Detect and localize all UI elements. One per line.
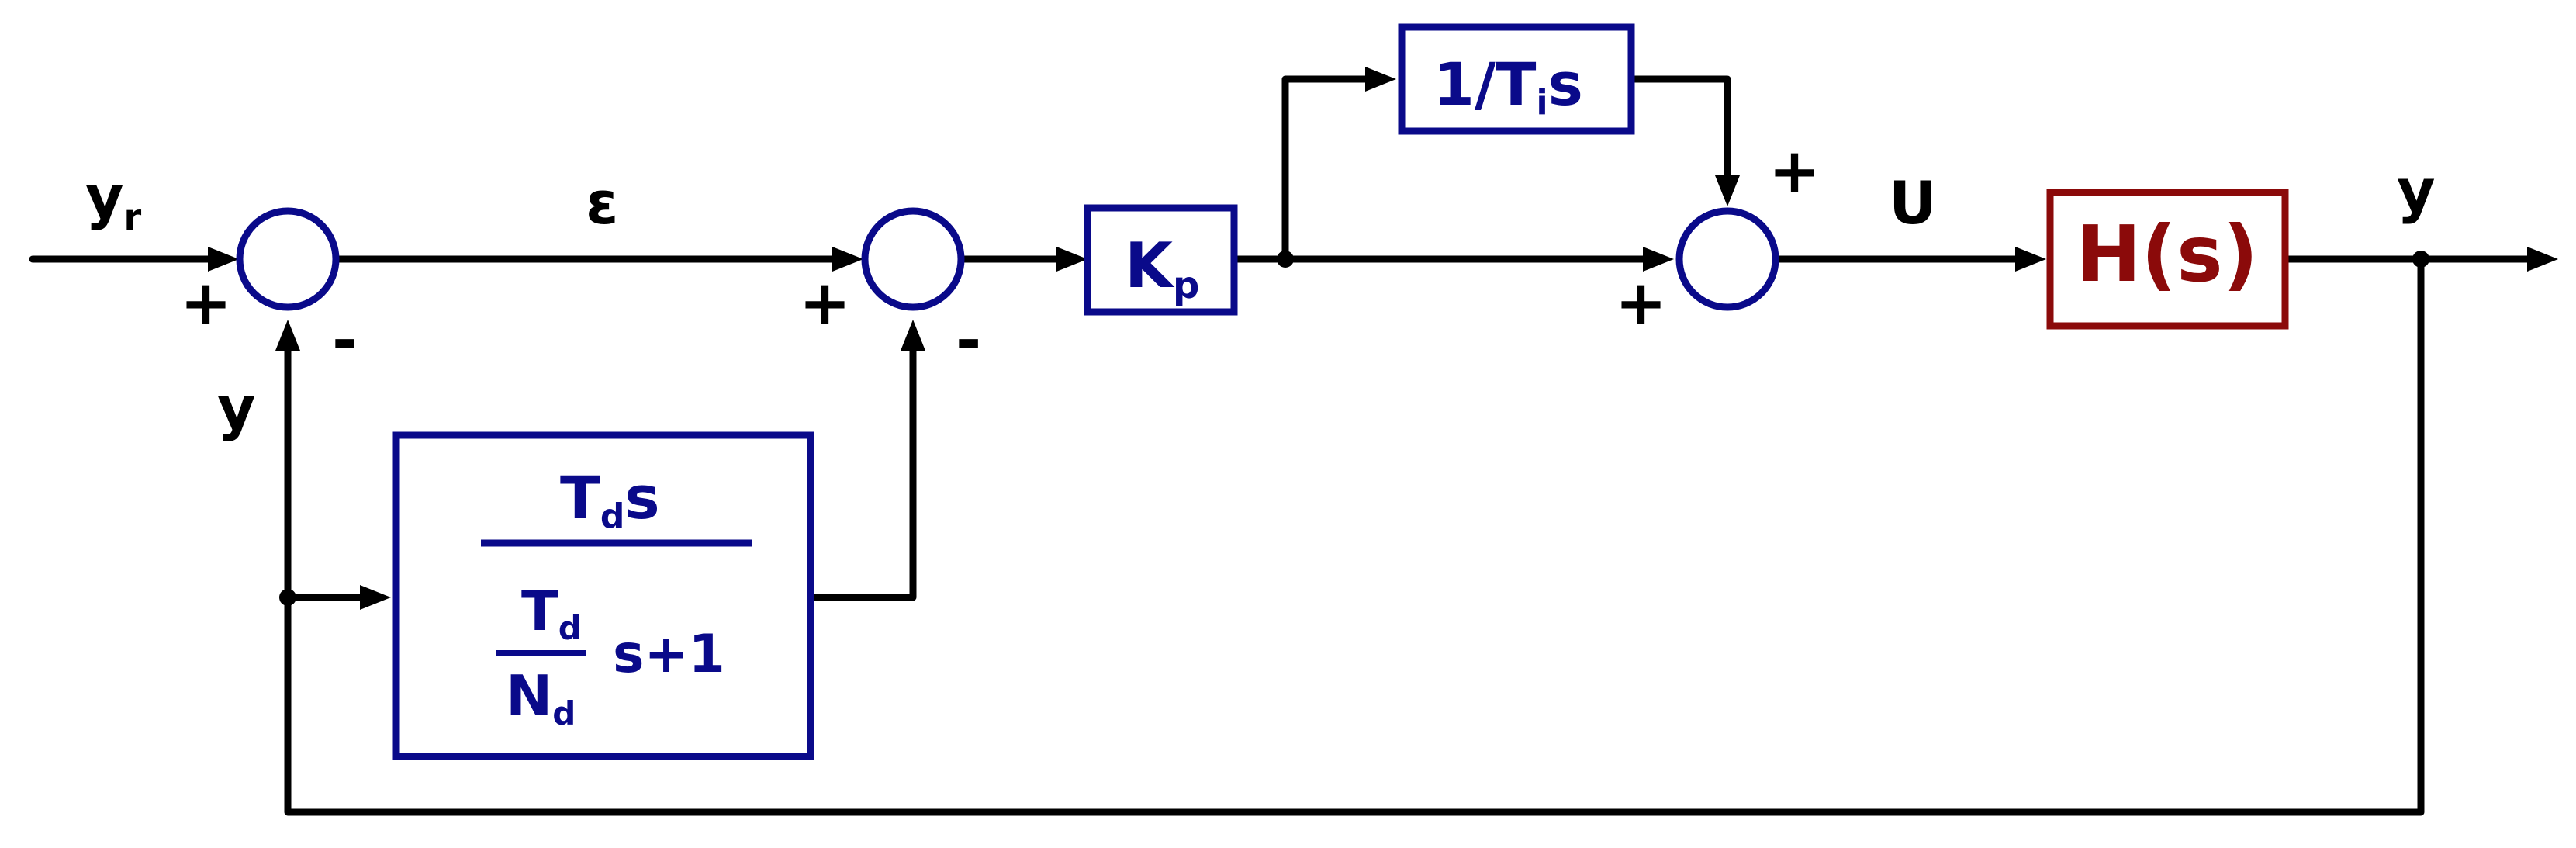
integral-label: 1/Tis (1433, 50, 1583, 123)
derivative-block (392, 431, 814, 760)
sum3-plus-top-sign: + (1769, 135, 1820, 207)
output-signal-label: y (2397, 156, 2436, 225)
arrow-head (208, 247, 239, 272)
arrow-head (1715, 175, 1740, 206)
arrow-head (2015, 247, 2046, 272)
junction-dot (279, 589, 296, 606)
summing-junction-2 (861, 207, 965, 311)
sum1-minus-sign: - (332, 304, 358, 376)
wire-to-integral (1281, 75, 1386, 263)
arrow-head (832, 247, 863, 272)
derivative-inner-denominator: Nd (506, 663, 576, 732)
sum1-plus-sign: + (180, 267, 232, 339)
summing-junction-3 (1675, 207, 1779, 311)
control-signal-label: U (1889, 168, 1937, 237)
kp-label: Kp (1125, 230, 1199, 307)
arrow-head (2527, 247, 2558, 272)
arrow-head (1643, 247, 1674, 272)
arrow-head (1056, 247, 1087, 272)
derivative-inner-numerator: Td (521, 580, 582, 647)
integral-block (1398, 23, 1635, 135)
plant-label: H(s) (2076, 209, 2259, 299)
feedback-signal-label: y (217, 373, 256, 442)
plant-block (2046, 189, 2289, 330)
arrow-head (275, 320, 300, 351)
arrow-head (360, 585, 391, 610)
derivative-numerator: Tds (560, 463, 660, 536)
sum2-minus-sign: - (956, 304, 981, 376)
derivative-tail: s+1 (613, 624, 725, 685)
wire-derivative-out (807, 330, 917, 601)
kp-block (1084, 204, 1238, 316)
summing-junction-1 (236, 207, 340, 311)
error-signal-label: ε (586, 168, 618, 237)
wire-integral-out (1627, 75, 1731, 196)
reference-signal-label: yr (85, 162, 142, 238)
sum2-plus-sign: + (799, 267, 851, 339)
sum3-plus-left-sign: + (1615, 267, 1667, 339)
junction-dot (1277, 251, 1294, 268)
arrow-head (901, 320, 925, 351)
wire-feedback (284, 255, 2425, 816)
arrow-head (1365, 67, 1396, 92)
